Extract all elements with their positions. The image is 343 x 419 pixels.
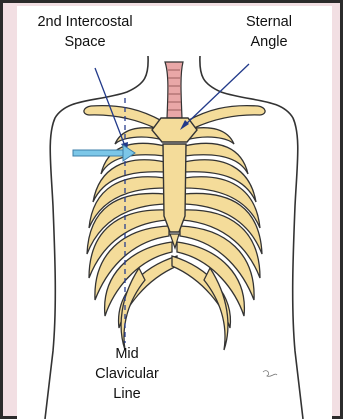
right-clavicle [187,106,265,130]
manubrium [152,118,197,142]
intercostal-label: 2nd Intercostal Space [21,12,149,52]
mid-clavicular-label-line3: Line [85,384,169,404]
figure-panel: 2nd Intercostal Space Sternal Angle Mid … [17,6,332,419]
intercostal-label-line1: 2nd Intercostal [21,12,149,32]
sternum-body [163,144,186,232]
mid-clavicular-label: Mid Clavicular Line [85,344,169,404]
left-clavicle [84,106,162,130]
rib-cage-diagram [17,6,332,419]
intercostal-arrow [73,145,135,161]
mid-clavicular-label-line1: Mid [85,344,169,364]
mid-clavicular-label-line2: Clavicular [85,364,169,384]
sternal-angle-label-line2: Angle [229,32,309,52]
sternal-angle-label-line1: Sternal [229,12,309,32]
artist-signature [263,371,277,377]
intercostal-label-line2: Space [21,32,149,52]
sternal-angle-label: Sternal Angle [229,12,309,52]
